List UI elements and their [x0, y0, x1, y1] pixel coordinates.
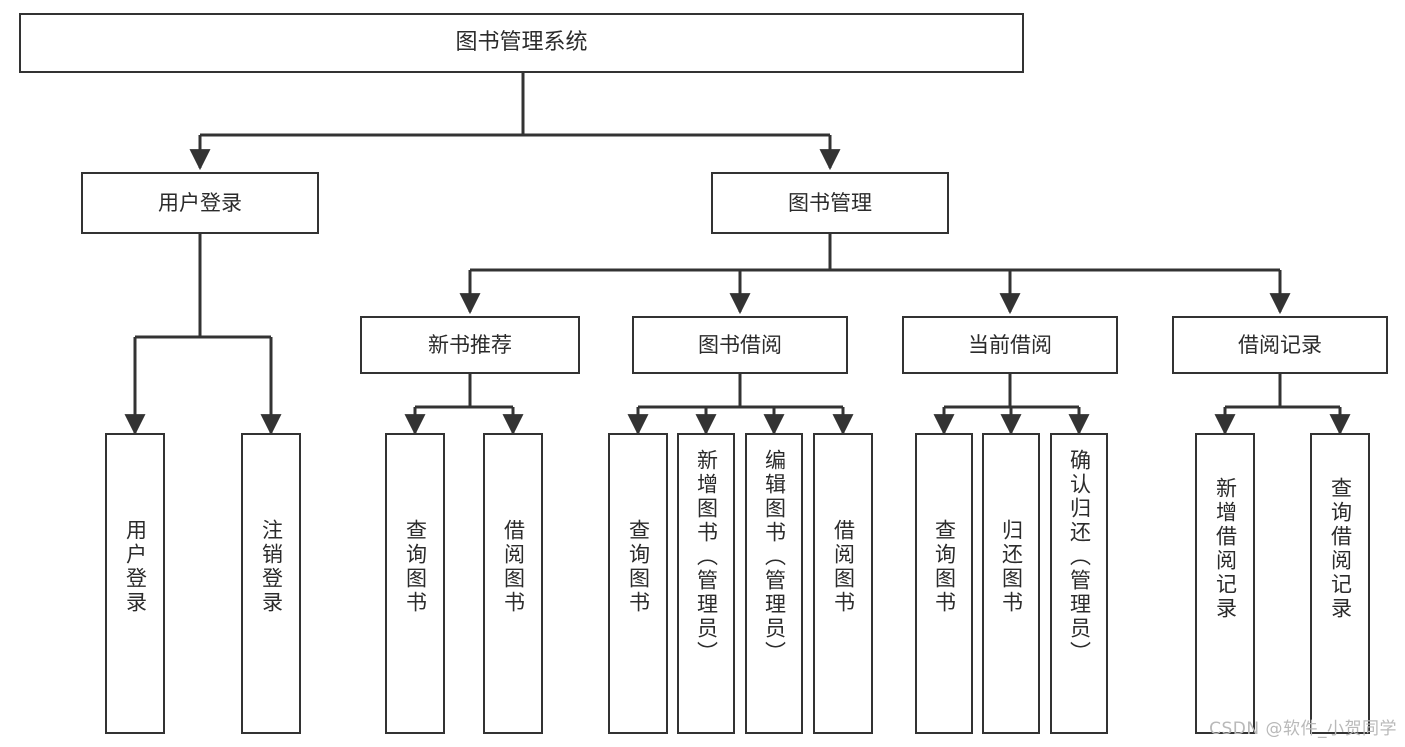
node-leaf-return-book[interactable]: 归还图书: [982, 433, 1040, 734]
node-label: 新增图书（管理员）: [694, 449, 719, 665]
node-leaf-query-book-current[interactable]: 查询图书: [915, 433, 973, 734]
node-label: 借阅图书: [831, 519, 856, 615]
node-leaf-logout[interactable]: 注销登录: [241, 433, 301, 734]
node-label: 确认归还（管理员）: [1067, 449, 1092, 665]
node-label: 查询图书: [932, 519, 957, 615]
node-label: 查询借阅记录: [1328, 477, 1353, 621]
node-borrowing-record[interactable]: 借阅记录: [1172, 316, 1388, 374]
node-leaf-edit-book-admin[interactable]: 编辑图书（管理员）: [745, 433, 803, 734]
node-leaf-borrow-book[interactable]: 借阅图书: [813, 433, 873, 734]
node-label: 图书管理: [788, 190, 872, 215]
node-label: 查询图书: [626, 519, 651, 615]
node-label: 新书推荐: [428, 332, 512, 357]
node-leaf-query-borrow-record[interactable]: 查询借阅记录: [1310, 433, 1370, 734]
node-label: 图书借阅: [698, 332, 782, 357]
node-root-book-management-system[interactable]: 图书管理系统: [19, 13, 1024, 73]
node-new-book-recommendation[interactable]: 新书推荐: [360, 316, 580, 374]
node-label: 用户登录: [123, 519, 148, 615]
node-label: 注销登录: [259, 519, 284, 615]
node-current-borrowing[interactable]: 当前借阅: [902, 316, 1118, 374]
node-leaf-borrow-book-new[interactable]: 借阅图书: [483, 433, 543, 734]
node-label: 编辑图书（管理员）: [762, 449, 787, 665]
node-label: 用户登录: [158, 190, 242, 215]
node-leaf-query-book-new[interactable]: 查询图书: [385, 433, 445, 734]
node-leaf-query-book-borrow[interactable]: 查询图书: [608, 433, 668, 734]
node-label: 新增借阅记录: [1213, 477, 1238, 621]
node-leaf-add-borrow-record[interactable]: 新增借阅记录: [1195, 433, 1255, 734]
node-label: 当前借阅: [968, 332, 1052, 357]
node-user-login[interactable]: 用户登录: [81, 172, 319, 234]
node-leaf-confirm-return-admin[interactable]: 确认归还（管理员）: [1050, 433, 1108, 734]
node-label: 借阅记录: [1238, 332, 1322, 357]
node-label: 查询图书: [403, 519, 428, 615]
node-label: 借阅图书: [501, 519, 526, 615]
node-book-borrowing[interactable]: 图书借阅: [632, 316, 848, 374]
node-label: 图书管理系统: [455, 30, 588, 56]
node-label: 归还图书: [999, 519, 1024, 615]
node-book-management[interactable]: 图书管理: [711, 172, 949, 234]
node-leaf-add-book-admin[interactable]: 新增图书（管理员）: [677, 433, 735, 734]
node-leaf-user-login[interactable]: 用户登录: [105, 433, 165, 734]
